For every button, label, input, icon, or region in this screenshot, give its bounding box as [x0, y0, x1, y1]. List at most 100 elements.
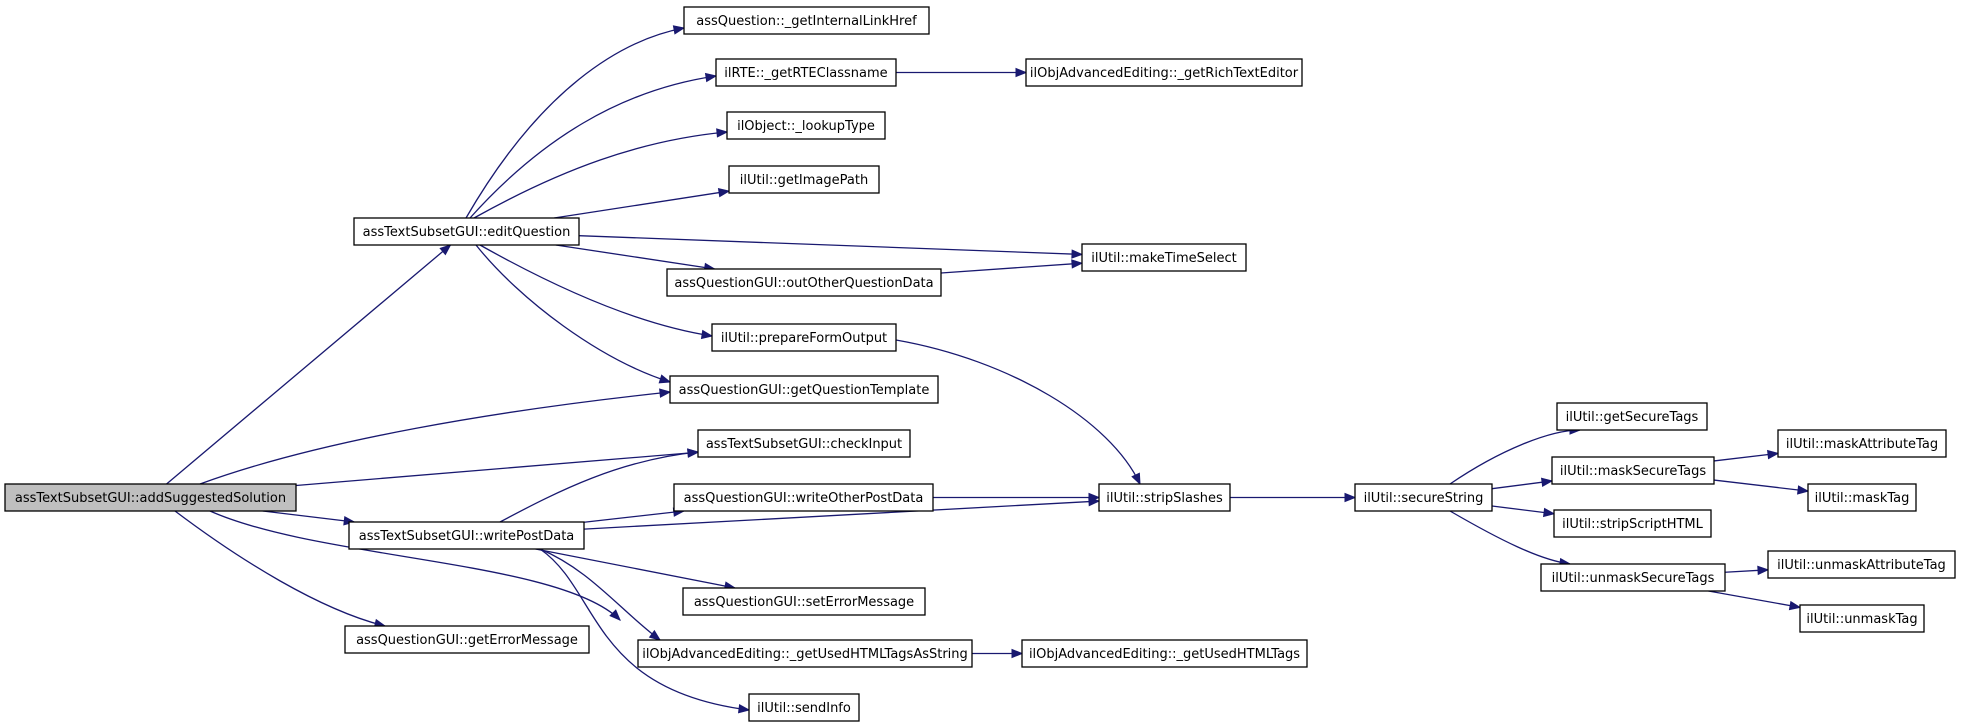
node-box — [1025, 58, 1303, 87]
node-box — [344, 625, 590, 654]
edge-line — [1713, 452, 1779, 462]
edge-arrowhead — [1797, 485, 1810, 495]
node-box — [1553, 509, 1712, 538]
node-unmaskSecureTags[interactable]: ilUtil::unmaskSecureTags — [1540, 563, 1726, 592]
edge-arrowhead — [659, 388, 672, 398]
node-maskSecureTags[interactable]: ilUtil::maskSecureTags — [1551, 456, 1715, 485]
node-getQuestionTemplate[interactable]: assQuestionGUI::getQuestionTemplate — [669, 375, 939, 404]
node-checkInput[interactable]: assTextSubsetGUI::checkInput — [697, 429, 911, 458]
edge-writePostData-to-getUsedHTMLTagsAsString — [539, 548, 662, 641]
node-maskTag[interactable]: ilUtil::maskTag — [1807, 483, 1917, 512]
edge-line — [465, 27, 685, 219]
edge-root-to-checkInput — [295, 448, 700, 487]
node-editQuestion[interactable]: assTextSubsetGUI::editQuestion — [353, 217, 580, 246]
edge-maskSecureTags-to-maskTag — [1713, 479, 1810, 495]
edge-arrowhead — [1757, 565, 1770, 576]
node-getSecureTags[interactable]: ilUtil::getSecureTags — [1556, 402, 1708, 431]
node-label: ilUtil::maskSecureTags — [1560, 464, 1706, 479]
edge-outOtherQuestionData-to-makeTimeSelect — [940, 259, 1084, 274]
edge-line — [583, 510, 684, 523]
node-getRTEClassname[interactable]: ilRTE::_getRTEClassname — [715, 58, 897, 87]
edge-arrowhead — [1131, 472, 1141, 486]
node-box — [1081, 243, 1247, 272]
edge-getUsedHTMLTagsAsString-to-getUsedHTMLTags — [972, 648, 1024, 659]
edge-editQuestion-to-getImagePath — [554, 187, 731, 219]
node-maskAttributeTag[interactable]: ilUtil::maskAttributeTag — [1777, 429, 1947, 458]
node-writePostData[interactable]: assTextSubsetGUI::writePostData — [348, 521, 585, 550]
node-label: ilUtil::makeTimeSelect — [1091, 251, 1236, 266]
node-lookupType[interactable]: ilObject::_lookupType — [726, 111, 886, 140]
node-label: ilUtil::unmaskAttributeTag — [1777, 558, 1946, 573]
edge-prepareFormOutput-to-stripSlashes — [895, 339, 1141, 486]
node-getUsedHTMLTagsAsString[interactable]: ilObjAdvancedEditing::_getUsedHTMLTagsAs… — [637, 639, 973, 668]
node-stripScriptHTML[interactable]: ilUtil::stripScriptHTML — [1553, 509, 1712, 538]
edge-line — [583, 500, 1100, 530]
node-box — [728, 165, 880, 194]
node-label: assQuestionGUI::outOtherQuestionData — [674, 276, 933, 291]
node-getImagePath[interactable]: ilUtil::getImagePath — [728, 165, 880, 194]
edge-arrowhead — [687, 448, 700, 458]
node-unmaskTag[interactable]: ilUtil::unmaskTag — [1799, 604, 1925, 633]
edge-editQuestion-to-outOtherQuestionData — [555, 244, 716, 273]
node-label: ilObjAdvancedEditing::_getRichTextEditor — [1030, 66, 1299, 81]
edge-editQuestion-to-makeTimeSelect — [578, 235, 1084, 259]
node-getRichTextEditor[interactable]: ilObjAdvancedEditing::_getRichTextEditor — [1025, 58, 1303, 87]
edge-line — [479, 244, 713, 337]
edge-arrowhead — [737, 703, 751, 714]
edge-line — [475, 244, 671, 383]
edge-line — [199, 391, 671, 485]
node-label: ilObjAdvancedEditing::_getUsedHTMLTags — [1029, 647, 1300, 662]
edge-secureString-to-stripScriptHTML — [1491, 505, 1556, 518]
edge-line — [209, 510, 621, 621]
node-box — [637, 639, 973, 668]
edge-editQuestion-to-getRTEClassname — [469, 72, 718, 219]
node-prepareFormOutput[interactable]: ilUtil::prepareFormOutput — [711, 323, 897, 352]
node-box — [1551, 456, 1715, 485]
edge-arrowhead — [717, 187, 731, 198]
edge-arrowhead — [609, 609, 621, 621]
edge-line — [1708, 590, 1801, 609]
node-getErrorMessage[interactable]: assQuestionGUI::getErrorMessage — [344, 625, 590, 654]
edge-arrowhead — [1071, 249, 1084, 259]
node-root[interactable]: assTextSubsetGUI::addSuggestedSolution — [4, 483, 297, 512]
node-setErrorMessage[interactable]: assQuestionGUI::setErrorMessage — [682, 587, 926, 616]
node-label: assQuestionGUI::writeOtherPostData — [684, 491, 924, 506]
node-getUsedHTMLTags[interactable]: ilObjAdvancedEditing::_getUsedHTMLTags — [1021, 639, 1308, 668]
edge-editQuestion-to-getQuestionTemplate — [475, 244, 672, 384]
node-box — [726, 111, 886, 140]
node-label: ilObject::_lookupType — [737, 119, 875, 134]
edge-arrowhead — [704, 72, 718, 83]
edge-line — [499, 451, 699, 523]
edge-line — [262, 510, 355, 523]
edge-arrowhead — [1767, 449, 1780, 460]
node-label: assTextSubsetGUI::addSuggestedSolution — [15, 491, 286, 506]
edge-line — [895, 339, 1141, 485]
node-label: ilUtil::sendInfo — [757, 701, 851, 716]
edge-arrowhead — [1344, 492, 1357, 503]
node-unmaskAttributeTag[interactable]: ilUtil::unmaskAttributeTag — [1767, 550, 1956, 579]
edge-line — [578, 235, 1083, 256]
edge-arrowhead — [1542, 507, 1556, 518]
node-secureString[interactable]: ilUtil::secureString — [1354, 483, 1493, 512]
node-box — [697, 429, 911, 458]
node-stripSlashes[interactable]: ilUtil::stripSlashes — [1098, 483, 1231, 512]
node-box — [1021, 639, 1308, 668]
node-label: assTextSubsetGUI::editQuestion — [363, 225, 571, 240]
node-box — [682, 587, 926, 616]
node-outOtherQuestionData[interactable]: assQuestionGUI::outOtherQuestionData — [666, 268, 942, 297]
edge-line — [1449, 429, 1581, 485]
edge-stripSlashes-to-secureString — [1230, 492, 1357, 503]
node-box — [666, 268, 942, 297]
node-label: assQuestionGUI::setErrorMessage — [694, 595, 914, 610]
node-label: ilUtil::prepareFormOutput — [721, 331, 887, 346]
node-sendInfo[interactable]: ilUtil::sendInfo — [748, 693, 860, 722]
node-writeOtherPostData[interactable]: assQuestionGUI::writeOtherPostData — [673, 483, 934, 512]
node-label: ilUtil::stripScriptHTML — [1562, 517, 1704, 532]
node-label: assQuestionGUI::getQuestionTemplate — [679, 383, 930, 398]
node-makeTimeSelect[interactable]: ilUtil::makeTimeSelect — [1081, 243, 1247, 272]
node-box — [1807, 483, 1917, 512]
node-getInternalLinkHref[interactable]: assQuestion::_getInternalLinkHref — [683, 6, 930, 35]
node-label: ilRTE::_getRTEClassname — [724, 66, 887, 81]
node-box — [1767, 550, 1956, 579]
